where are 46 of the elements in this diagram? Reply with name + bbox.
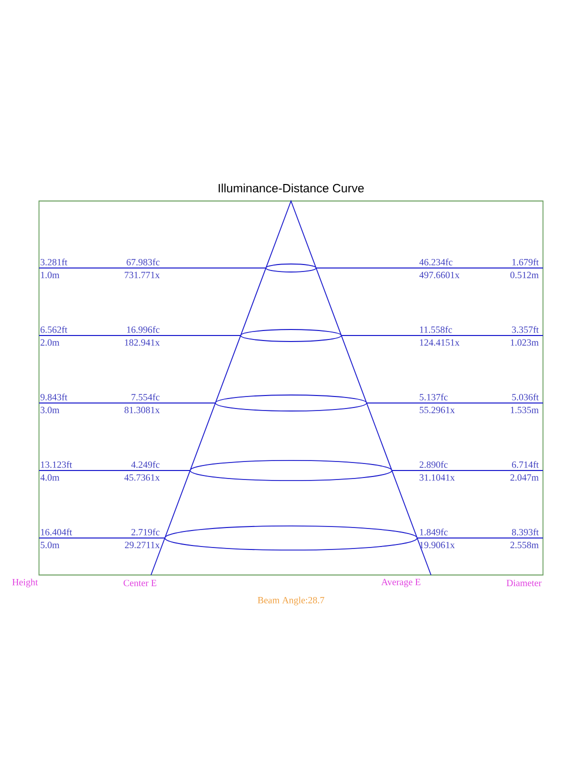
beam-angle-label: Beam Angle:28.7 — [258, 596, 324, 606]
measurement-label: 731.771x — [124, 272, 160, 278]
chart-title: Illuminance-Distance Curve — [218, 184, 364, 192]
measurement-label: 7.554fc — [132, 394, 160, 400]
measurement-label: 497.6601x — [419, 272, 460, 278]
measurement-label: 6.714ft — [512, 461, 539, 468]
measurement-label: 4.249fc — [131, 461, 160, 468]
measurement-label: 5.137fc — [420, 394, 448, 400]
measurement-label: 2.0m — [40, 339, 60, 346]
axis-label: Average E — [381, 578, 420, 588]
measurement-label: 1.535m — [510, 406, 539, 414]
axis-label: Height — [12, 578, 38, 588]
measurement-label: 2.890fc — [420, 461, 448, 468]
measurement-label: 45.7361x — [124, 474, 160, 481]
measurement-label: 182.941x — [125, 339, 160, 346]
measurement-label: 2.558m — [510, 542, 539, 548]
measurement-label: 19.9061x — [420, 542, 455, 548]
measurement-label: 124.4151x — [420, 339, 460, 346]
measurement-label: 11.558fc — [420, 326, 452, 333]
measurement-label: 9.843ft — [40, 394, 68, 400]
axis-label: Center E — [124, 580, 156, 586]
measurement-label: 6.562ft — [40, 326, 68, 333]
measurement-label: 55.2961x — [420, 406, 455, 414]
measurement-label: 8.393ft — [512, 528, 539, 536]
measurement-label: 1.023m — [510, 339, 539, 346]
measurement-label: 16.404ft — [41, 528, 72, 536]
measurement-label: 29.2711x — [124, 542, 160, 548]
measurement-label: 1.679ft — [512, 258, 539, 266]
measurement-label: 16.996fc — [127, 326, 160, 333]
measurement-label: 13.123ft — [41, 461, 72, 468]
measurement-label: 0.512m — [510, 272, 539, 278]
measurement-label: 81.3081x — [124, 406, 160, 414]
measurement-label: 5.036ft — [512, 394, 539, 400]
measurement-label: 1.849fc — [420, 528, 448, 536]
measurement-label: 1.0m — [41, 272, 60, 278]
measurement-label: 2.047m — [510, 474, 539, 481]
measurement-label: 3.281ft — [40, 258, 68, 266]
measurement-label: 2.719fc — [131, 528, 160, 536]
measurement-label: 4.0m — [40, 474, 60, 481]
measurement-label: 3.357ft — [512, 326, 539, 333]
measurement-label: 31.1041x — [420, 474, 455, 481]
measurement-label: 3.0m — [40, 406, 60, 414]
measurement-label: 67.983fc — [126, 258, 160, 266]
axis-label: Diameter — [506, 580, 542, 586]
measurement-label: 46.234fc — [419, 258, 452, 266]
measurement-label: 5.0m — [40, 542, 60, 548]
